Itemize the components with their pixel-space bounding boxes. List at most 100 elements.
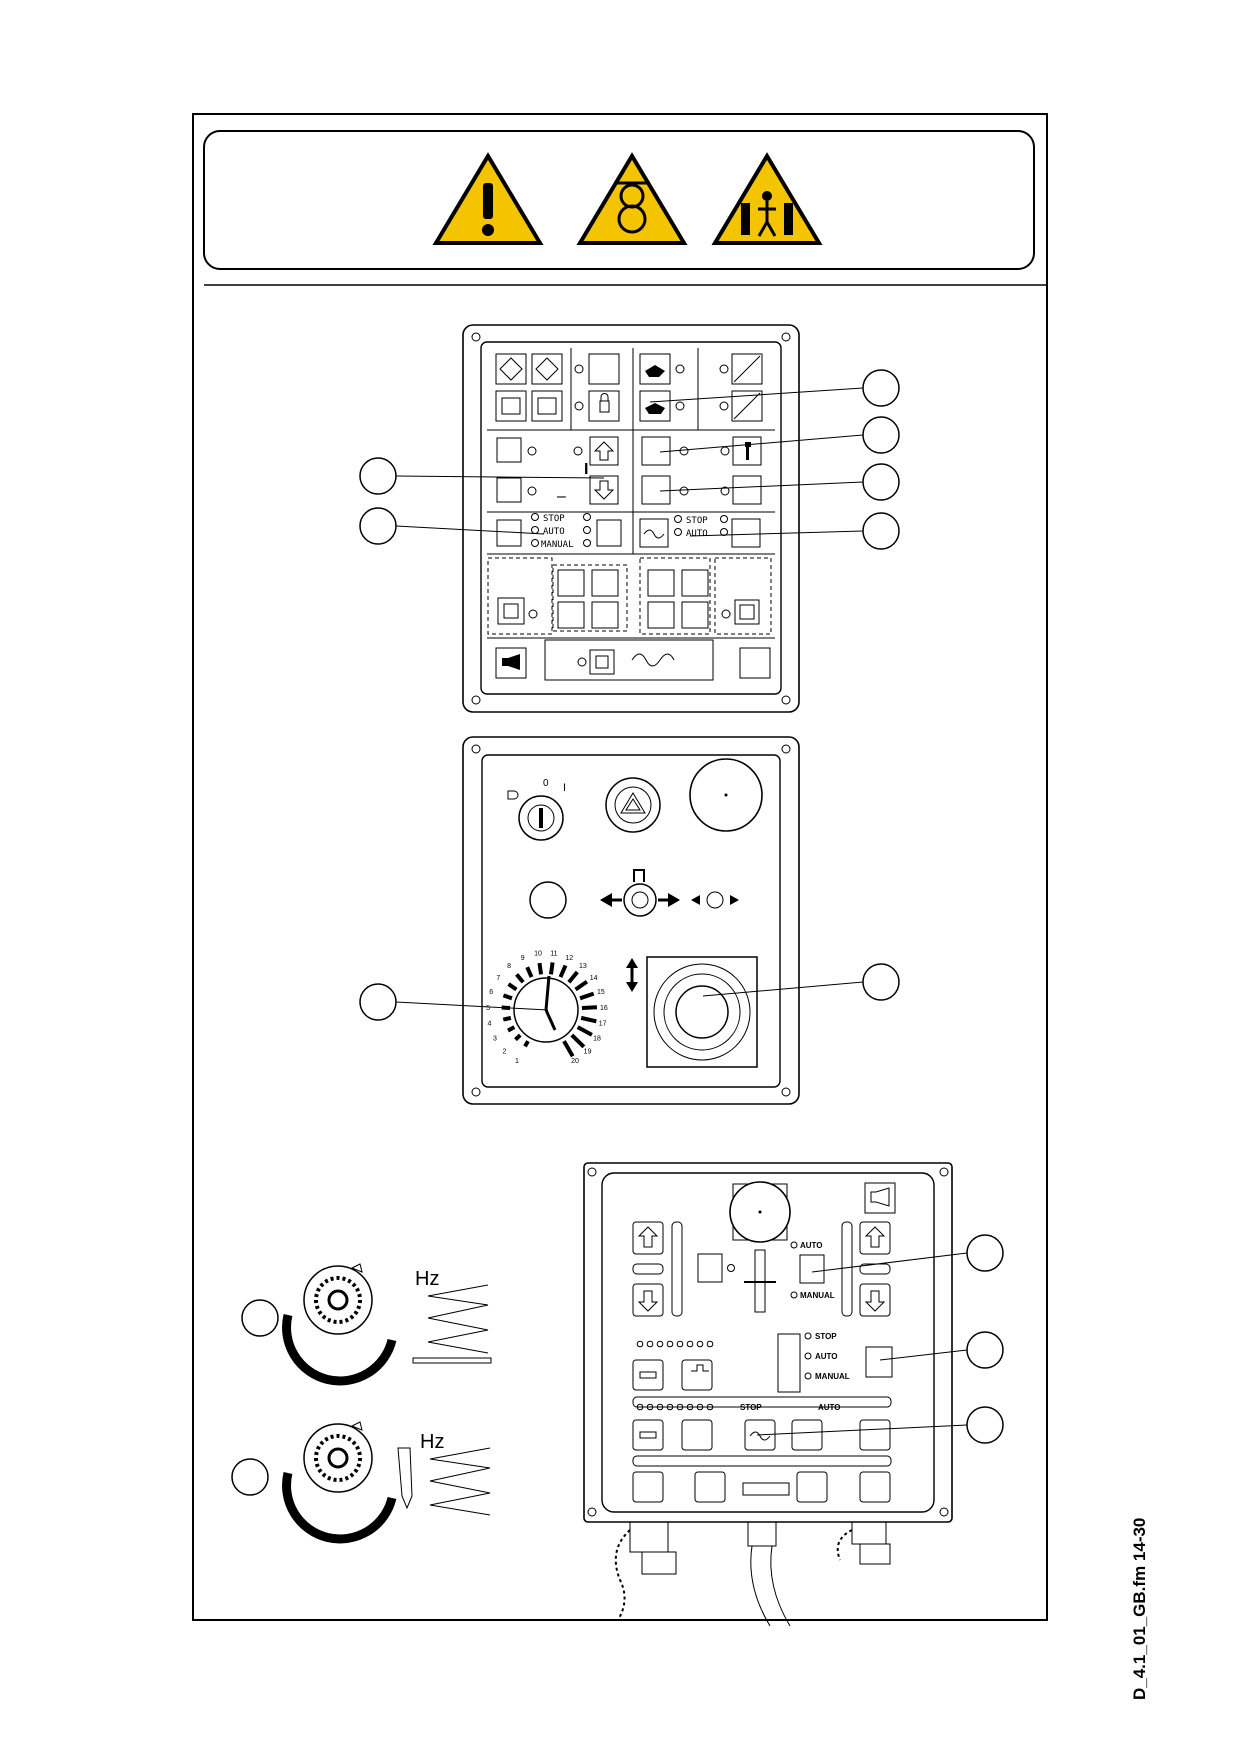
dial-tick <box>523 1040 530 1048</box>
dial-number: 3 <box>493 1036 497 1043</box>
led-indicator <box>696 1340 704 1348</box>
dial-tick <box>574 979 589 992</box>
panel-c-emergency-stop <box>729 1181 791 1243</box>
direction-selector <box>600 869 739 917</box>
led-indicator <box>676 1403 684 1411</box>
led-indicator <box>636 1403 644 1411</box>
c-mode3-stop-label: STOP <box>740 1403 762 1412</box>
dial-number: 18 <box>593 1036 601 1043</box>
dial-tick <box>548 962 555 975</box>
led-indicator <box>646 1340 654 1348</box>
led-indicator <box>666 1403 674 1411</box>
panel-a-mode-row: STOP AUTO MANUAL STOP AUTO <box>496 513 761 550</box>
led-indicator <box>706 1403 714 1411</box>
crushing-hazard-icon <box>711 152 823 245</box>
mode-auto-label: AUTO <box>543 527 565 537</box>
dial-number: 6 <box>489 989 493 996</box>
panel-c-connectors <box>614 1521 891 1627</box>
dial-number: 13 <box>579 963 587 970</box>
dial-number: 16 <box>600 1005 608 1012</box>
panel-a-screws <box>471 332 791 705</box>
led-indicator <box>676 1340 684 1348</box>
c-mode3-auto-label: AUTO <box>818 1403 841 1412</box>
dial-tick <box>514 1033 522 1042</box>
page-frame <box>192 113 1048 1621</box>
dial-tick <box>525 966 534 978</box>
control-panel-a: I – STOP AUTO MANUAL <box>462 324 800 713</box>
panel-a-row1-buttons <box>495 353 763 422</box>
dial-tick <box>558 964 568 978</box>
mode-manual-label: MANUAL <box>541 540 574 550</box>
led-indicator <box>696 1403 704 1411</box>
c-speed-leds-1 <box>636 1340 714 1348</box>
mode-stop-label: STOP <box>543 514 565 524</box>
dial-number: 7 <box>496 975 500 982</box>
panel-a-callouts <box>359 369 900 550</box>
led-indicator <box>636 1340 644 1348</box>
on-sign: I <box>584 461 588 478</box>
key-on-label: I <box>563 782 566 794</box>
c-speed-leds-2 <box>636 1403 714 1411</box>
hazard-lights-button <box>605 777 661 833</box>
led-indicator <box>666 1340 674 1348</box>
dial-tick <box>502 1015 512 1022</box>
c-mode2-auto-label: AUTO <box>815 1352 838 1361</box>
control-panel-c: AUTO MANUAL STOP AUTO MANUAL STOP AUTO <box>583 1162 953 1627</box>
document-id: D_4.1_01_GB.fm 14-30 <box>1130 1517 1149 1700</box>
dial-number: 17 <box>599 1021 607 1028</box>
detail-dial-2: Hz <box>231 1421 491 1544</box>
c-mode1-manual-label: MANUAL <box>800 1291 835 1300</box>
dial-tick <box>579 991 595 1001</box>
dial-number: 19 <box>584 1048 592 1055</box>
dial-tick <box>576 1025 593 1037</box>
led-indicator <box>646 1403 654 1411</box>
dial-tick <box>502 993 513 1001</box>
panel-a-row2-buttons: I – <box>496 436 762 505</box>
dial-number: 11 <box>550 951 557 958</box>
dial-tick <box>507 982 518 992</box>
mode-right-auto-label: AUTO <box>686 529 708 539</box>
warning-box <box>203 130 1035 270</box>
dial-number: 12 <box>565 955 573 962</box>
led-indicator <box>656 1403 664 1411</box>
speed-dial-ticks <box>501 962 598 1058</box>
c-mode2-stop-label: STOP <box>815 1332 837 1341</box>
general-warning-icon <box>432 152 544 245</box>
dial-tick <box>570 1033 586 1049</box>
led-indicator <box>686 1403 694 1411</box>
dial-tick <box>562 1040 575 1058</box>
off-sign: – <box>557 488 566 505</box>
detail-dial-1: Hz <box>241 1263 492 1386</box>
hz-label-2: Hz <box>420 1431 444 1453</box>
dial-number: 15 <box>597 989 605 996</box>
joystick <box>626 956 758 1068</box>
panel-b-callouts <box>359 963 900 1021</box>
small-push-button <box>529 881 567 919</box>
dial-number: 5 <box>486 1005 490 1012</box>
mode-right-stop-label: STOP <box>686 516 708 526</box>
dial-tick <box>567 970 579 984</box>
panel-c-callouts <box>756 1234 1004 1444</box>
led-indicator <box>656 1340 664 1348</box>
dial-tick <box>537 962 544 975</box>
dial-number: 4 <box>487 1021 491 1028</box>
dial-number: 20 <box>571 1058 579 1065</box>
dial-number: 8 <box>507 963 511 970</box>
dial-number: 2 <box>502 1048 506 1055</box>
dial-tick <box>515 973 525 984</box>
c-mode2-manual-label: MANUAL <box>815 1372 850 1381</box>
led-indicator <box>706 1340 714 1348</box>
panel-a-bottom-row <box>495 639 771 681</box>
rotating-roller-hazard-icon <box>576 152 688 245</box>
key-off-label: 0 <box>543 778 549 789</box>
led-indicator <box>686 1340 694 1348</box>
dial-number: 10 <box>534 951 542 958</box>
hz-label-1: Hz <box>415 1268 439 1290</box>
control-panel-b: 0 I <box>462 736 800 1105</box>
dial-tick <box>581 1005 598 1011</box>
dial-number: 1 <box>515 1058 519 1065</box>
panel-a-jog-row <box>487 557 772 635</box>
